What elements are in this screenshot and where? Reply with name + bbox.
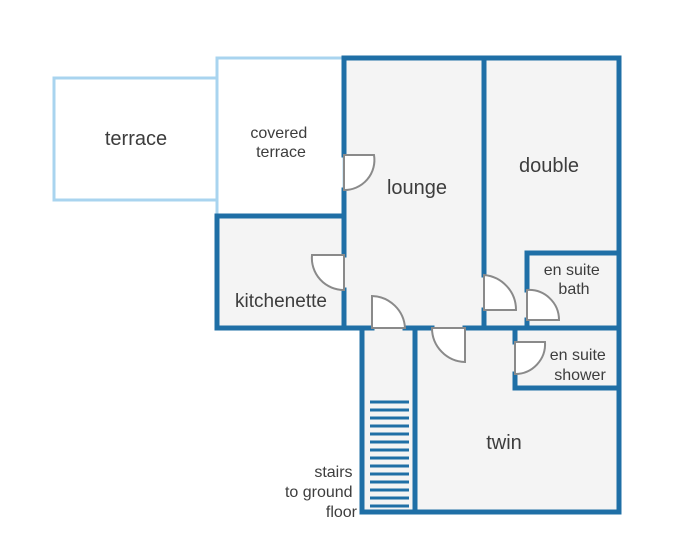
stairs-floor (362, 328, 415, 512)
door-covered-terrace-lounge (343, 154, 376, 192)
shower-enclosure (512, 371, 622, 391)
en-suite-shower-label: en suite shower (550, 347, 611, 384)
en-suite-bath-label-line: en suite (544, 262, 600, 279)
indoor-floor (344, 58, 619, 512)
terrace-label: terrace (105, 128, 167, 150)
door-en-suite-bath (526, 288, 561, 321)
en-suite-bath-label-line: bath (558, 281, 589, 298)
double-label: double (519, 155, 579, 177)
door-en-suite-shower (514, 341, 547, 376)
outer-wall (341, 55, 622, 515)
terrace-area (52, 76, 219, 202)
covered-terrace-label-line: covered (250, 125, 307, 142)
stairs-label-line: floor (326, 504, 358, 521)
doors (310, 154, 561, 376)
stair-treads (370, 400, 409, 508)
covered-terrace-label-line: terrace (256, 144, 306, 161)
stairs-label-line: to ground (285, 484, 353, 501)
en-suite-shower-label-line: en suite (550, 347, 606, 364)
door-double (483, 273, 518, 311)
door-stairs (371, 294, 407, 329)
stairs-label-line: stairs (314, 464, 352, 481)
en-suite-bath-label: en suite bath (544, 262, 605, 298)
walls (214, 55, 622, 515)
en-suite-shower-label-line: shower (554, 367, 606, 384)
kitchenette-label: kitchenette (235, 291, 327, 312)
covered-terrace-area (215, 56, 346, 217)
stairs-label: stairs to ground floor (285, 464, 358, 521)
twin-label: twin (486, 432, 522, 454)
lounge-label: lounge (387, 177, 447, 199)
kitchenette-outer-wall (214, 213, 375, 331)
covered-terrace-label: covered terrace (250, 125, 311, 161)
door-twin (430, 327, 466, 364)
door-kitchenette (310, 254, 345, 292)
